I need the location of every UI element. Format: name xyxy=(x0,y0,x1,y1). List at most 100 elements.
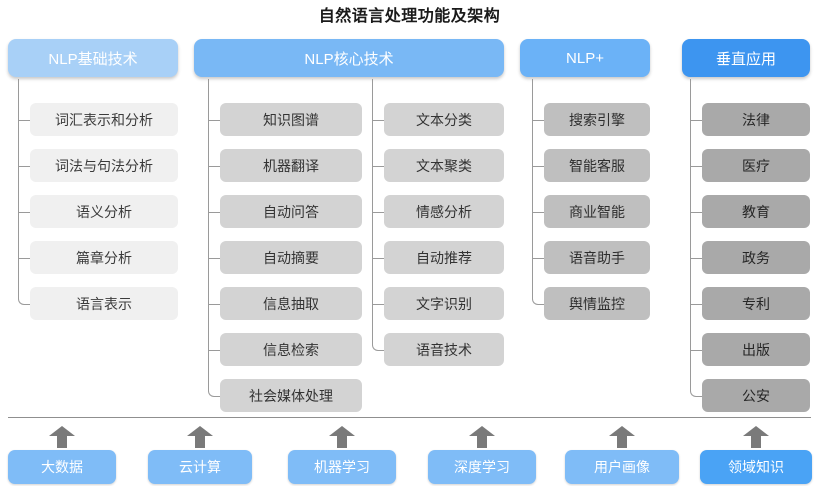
connector-branch-nlp-core-0-0 xyxy=(208,119,220,121)
up-arrow-icon xyxy=(609,426,635,448)
up-arrow-icon xyxy=(329,426,355,448)
connector-branch-nlp-basic-0-2 xyxy=(18,211,30,213)
connector-branch-nlp-basic-0-1 xyxy=(18,165,30,167)
leaf-box[interactable]: 法律 xyxy=(702,103,810,136)
leaf-box[interactable]: 知识图谱 xyxy=(220,103,362,136)
foundation-pill[interactable]: 用户画像 xyxy=(565,450,679,484)
up-arrow-icon xyxy=(743,426,769,448)
arrow-head xyxy=(743,426,769,436)
leaf-box[interactable]: 篇章分析 xyxy=(30,241,178,274)
connector-spine-nlp-plus-0 xyxy=(532,79,533,298)
foundation-pill[interactable]: 大数据 xyxy=(8,450,116,484)
connector-branch-nlp-basic-0-4 xyxy=(24,303,30,305)
connector-branch-nlp-core-0-1 xyxy=(208,165,220,167)
leaf-box[interactable]: 公安 xyxy=(702,379,810,412)
column-header-nlp-basic[interactable]: NLP基础技术 xyxy=(8,39,178,77)
connector-branch-vertical-app-0-0 xyxy=(690,119,702,121)
arrow-head xyxy=(49,426,75,436)
connector-branch-nlp-plus-0-3 xyxy=(532,257,544,259)
leaf-box[interactable]: 自动摘要 xyxy=(220,241,362,274)
connector-branch-nlp-core-1-4 xyxy=(372,303,384,305)
leaf-box[interactable]: 语音助手 xyxy=(544,241,650,274)
connector-spine-nlp-core-1 xyxy=(372,79,373,344)
connector-branch-nlp-core-0-3 xyxy=(208,257,220,259)
connector-branch-vertical-app-0-4 xyxy=(690,303,702,305)
foundation-pill[interactable]: 机器学习 xyxy=(288,450,396,484)
connector-spine-cap-nlp-plus-0 xyxy=(532,297,539,305)
leaf-box[interactable]: 商业智能 xyxy=(544,195,650,228)
connector-spine-cap-vertical-app-0 xyxy=(690,389,697,397)
connector-branch-nlp-plus-0-4 xyxy=(538,303,544,305)
leaf-box[interactable]: 词汇表示和分析 xyxy=(30,103,178,136)
connector-branch-nlp-basic-0-3 xyxy=(18,257,30,259)
connector-branch-vertical-app-0-5 xyxy=(690,349,702,351)
leaf-box[interactable]: 专利 xyxy=(702,287,810,320)
leaf-box[interactable]: 词法与句法分析 xyxy=(30,149,178,182)
connector-branch-vertical-app-0-6 xyxy=(696,395,702,397)
connector-spine-cap-nlp-core-0 xyxy=(208,389,215,397)
arrow-shaft xyxy=(751,434,761,448)
foundation-divider xyxy=(8,417,811,418)
leaf-box[interactable]: 舆情监控 xyxy=(544,287,650,320)
connector-spine-cap-nlp-basic-0 xyxy=(18,297,25,305)
connector-spine-vertical-app-0 xyxy=(690,79,691,390)
connector-spine-cap-nlp-core-1 xyxy=(372,343,379,351)
arrow-shaft xyxy=(617,434,627,448)
leaf-box[interactable]: 语义分析 xyxy=(30,195,178,228)
leaf-box[interactable]: 搜索引擎 xyxy=(544,103,650,136)
arrow-head xyxy=(329,426,355,436)
connector-branch-nlp-basic-0-0 xyxy=(18,119,30,121)
connector-branch-nlp-core-1-0 xyxy=(372,119,384,121)
leaf-box[interactable]: 文本分类 xyxy=(384,103,504,136)
column-header-nlp-core[interactable]: NLP核心技术 xyxy=(194,39,504,77)
leaf-box[interactable]: 语言表示 xyxy=(30,287,178,320)
leaf-box[interactable]: 机器翻译 xyxy=(220,149,362,182)
leaf-box[interactable]: 教育 xyxy=(702,195,810,228)
leaf-box[interactable]: 社会媒体处理 xyxy=(220,379,362,412)
leaf-box[interactable]: 医疗 xyxy=(702,149,810,182)
arrow-head xyxy=(469,426,495,436)
foundation-pill[interactable]: 云计算 xyxy=(148,450,252,484)
leaf-box[interactable]: 智能客服 xyxy=(544,149,650,182)
arrow-head xyxy=(187,426,213,436)
page-title: 自然语言处理功能及架构 xyxy=(318,8,501,25)
connector-branch-vertical-app-0-2 xyxy=(690,211,702,213)
foundation-pill[interactable]: 深度学习 xyxy=(428,450,536,484)
connector-spine-nlp-core-0 xyxy=(208,79,209,390)
arrow-shaft xyxy=(195,434,205,448)
connector-spine-nlp-basic-0 xyxy=(18,79,19,298)
arrow-head xyxy=(609,426,635,436)
connector-branch-nlp-core-1-1 xyxy=(372,165,384,167)
connector-branch-nlp-plus-0-1 xyxy=(532,165,544,167)
foundation-pill[interactable]: 领域知识 xyxy=(700,450,812,484)
connector-branch-nlp-core-0-4 xyxy=(208,303,220,305)
leaf-box[interactable]: 政务 xyxy=(702,241,810,274)
connector-branch-nlp-core-1-3 xyxy=(372,257,384,259)
column-header-nlp-plus[interactable]: NLP+ xyxy=(520,39,650,77)
leaf-box[interactable]: 出版 xyxy=(702,333,810,366)
connector-branch-vertical-app-0-3 xyxy=(690,257,702,259)
leaf-box[interactable]: 语音技术 xyxy=(384,333,504,366)
up-arrow-icon xyxy=(469,426,495,448)
up-arrow-icon xyxy=(49,426,75,448)
arrow-shaft xyxy=(57,434,67,448)
arrow-shaft xyxy=(337,434,347,448)
leaf-box[interactable]: 情感分析 xyxy=(384,195,504,228)
column-header-vertical-app[interactable]: 垂直应用 xyxy=(682,39,810,77)
leaf-box[interactable]: 信息抽取 xyxy=(220,287,362,320)
connector-branch-vertical-app-0-1 xyxy=(690,165,702,167)
connector-branch-nlp-core-1-2 xyxy=(372,211,384,213)
leaf-box[interactable]: 自动推荐 xyxy=(384,241,504,274)
connector-branch-nlp-core-0-6 xyxy=(214,395,220,397)
connector-branch-nlp-plus-0-0 xyxy=(532,119,544,121)
up-arrow-icon xyxy=(187,426,213,448)
leaf-box[interactable]: 文本聚类 xyxy=(384,149,504,182)
leaf-box[interactable]: 文字识别 xyxy=(384,287,504,320)
leaf-box[interactable]: 信息检索 xyxy=(220,333,362,366)
connector-branch-nlp-core-0-2 xyxy=(208,211,220,213)
connector-branch-nlp-core-1-5 xyxy=(378,349,384,351)
arrow-shaft xyxy=(477,434,487,448)
connector-branch-nlp-core-0-5 xyxy=(208,349,220,351)
leaf-box[interactable]: 自动问答 xyxy=(220,195,362,228)
